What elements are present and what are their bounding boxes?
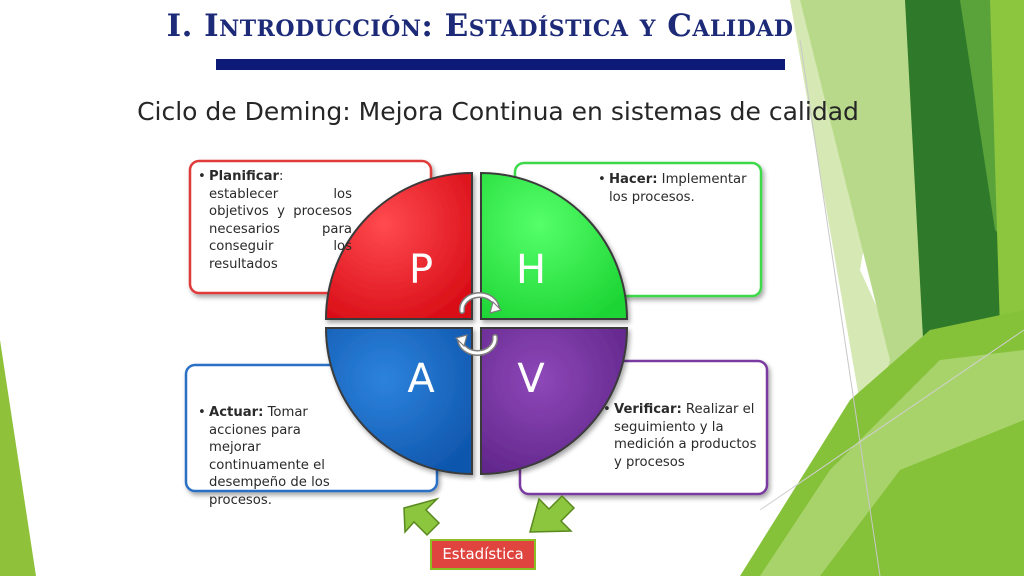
quadrant-verificar bbox=[480, 327, 629, 476]
slide-title: I. Introducción: Estadística y Calidad bbox=[166, 8, 794, 44]
title-rule bbox=[216, 59, 785, 70]
decorative-line bbox=[759, 329, 1024, 511]
arrow-up-left-icon bbox=[403, 497, 441, 537]
letter-a: A bbox=[407, 356, 435, 402]
arrow-down-left-icon bbox=[529, 494, 576, 533]
letter-p: P bbox=[409, 247, 433, 293]
bottom-right-facet-2 bbox=[760, 350, 1024, 576]
quadrant-hacer bbox=[480, 171, 629, 320]
box-actuar-text: • Actuar: Tomar acciones para mejorar co… bbox=[198, 404, 338, 509]
quadrant-actuar bbox=[324, 327, 473, 476]
cycle-arrows-icon bbox=[454, 292, 503, 356]
bullet: • bbox=[603, 402, 611, 417]
box-planificar-text: • Planificar: establecer los objetivos y… bbox=[198, 168, 352, 273]
bullet: • bbox=[198, 169, 206, 184]
desc-planificar: : establecer los objetivos y procesos ne… bbox=[209, 169, 352, 272]
left-green-facet bbox=[0, 340, 36, 576]
bullet: • bbox=[598, 172, 606, 187]
term-planificar: Planificar bbox=[209, 169, 279, 184]
letter-v: V bbox=[517, 356, 545, 402]
estadistica-label: Estadística bbox=[430, 539, 536, 570]
desc-actuar: Tomar acciones para mejorar continuament… bbox=[209, 405, 330, 508]
term-verificar: Verificar: bbox=[614, 402, 682, 417]
term-hacer: Hacer: bbox=[609, 172, 658, 187]
term-actuar: Actuar: bbox=[209, 405, 264, 420]
decorative-line bbox=[799, 39, 881, 576]
box-verificar-text: • Verificar: Realizar el seguimiento y l… bbox=[603, 401, 759, 471]
desc-verificar: Realizar el seguimiento y la medición a … bbox=[614, 402, 757, 470]
desc-hacer: Implementar los procesos. bbox=[609, 172, 747, 205]
slide-subtitle: Ciclo de Deming: Mejora Continua en sist… bbox=[137, 97, 859, 126]
bullet: • bbox=[198, 405, 206, 420]
quadrant-plan bbox=[324, 171, 473, 320]
letter-h: H bbox=[516, 247, 546, 293]
box-hacer-text: • Hacer: Implementar los procesos. bbox=[598, 171, 748, 206]
